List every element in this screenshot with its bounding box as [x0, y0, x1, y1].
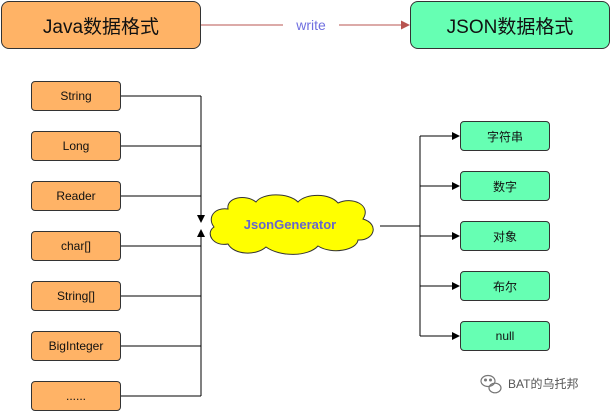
json-generator-label: JsonGenerator — [243, 217, 337, 232]
output-type-number: 数字 — [460, 171, 550, 201]
watermark: BAT的乌托邦 — [478, 375, 578, 392]
input-type-biginteger: BigInteger — [31, 331, 121, 361]
input-type-reader: Reader — [31, 181, 121, 211]
java-format-box: Java数据格式 — [1, 1, 201, 49]
output-connectors — [380, 132, 460, 340]
output-type-object: 对象 — [460, 221, 550, 251]
input-type-string-array: String[] — [31, 281, 121, 311]
json-format-box: JSON数据格式 — [410, 1, 610, 49]
json-generator-cloud — [209, 194, 374, 255]
input-type-ellipsis: ...... — [31, 381, 121, 411]
input-type-string: String — [31, 81, 121, 111]
output-type-null: null — [460, 321, 550, 351]
output-type-boolean: 布尔 — [460, 271, 550, 301]
input-connectors — [121, 95, 205, 397]
write-arrow-label: write — [283, 16, 339, 34]
input-type-long: Long — [31, 131, 121, 161]
input-type-char-array: char[] — [31, 231, 121, 261]
watermark-text: BAT的乌托邦 — [508, 377, 579, 391]
wechat-icon — [480, 374, 502, 394]
output-type-string: 字符串 — [460, 121, 550, 151]
